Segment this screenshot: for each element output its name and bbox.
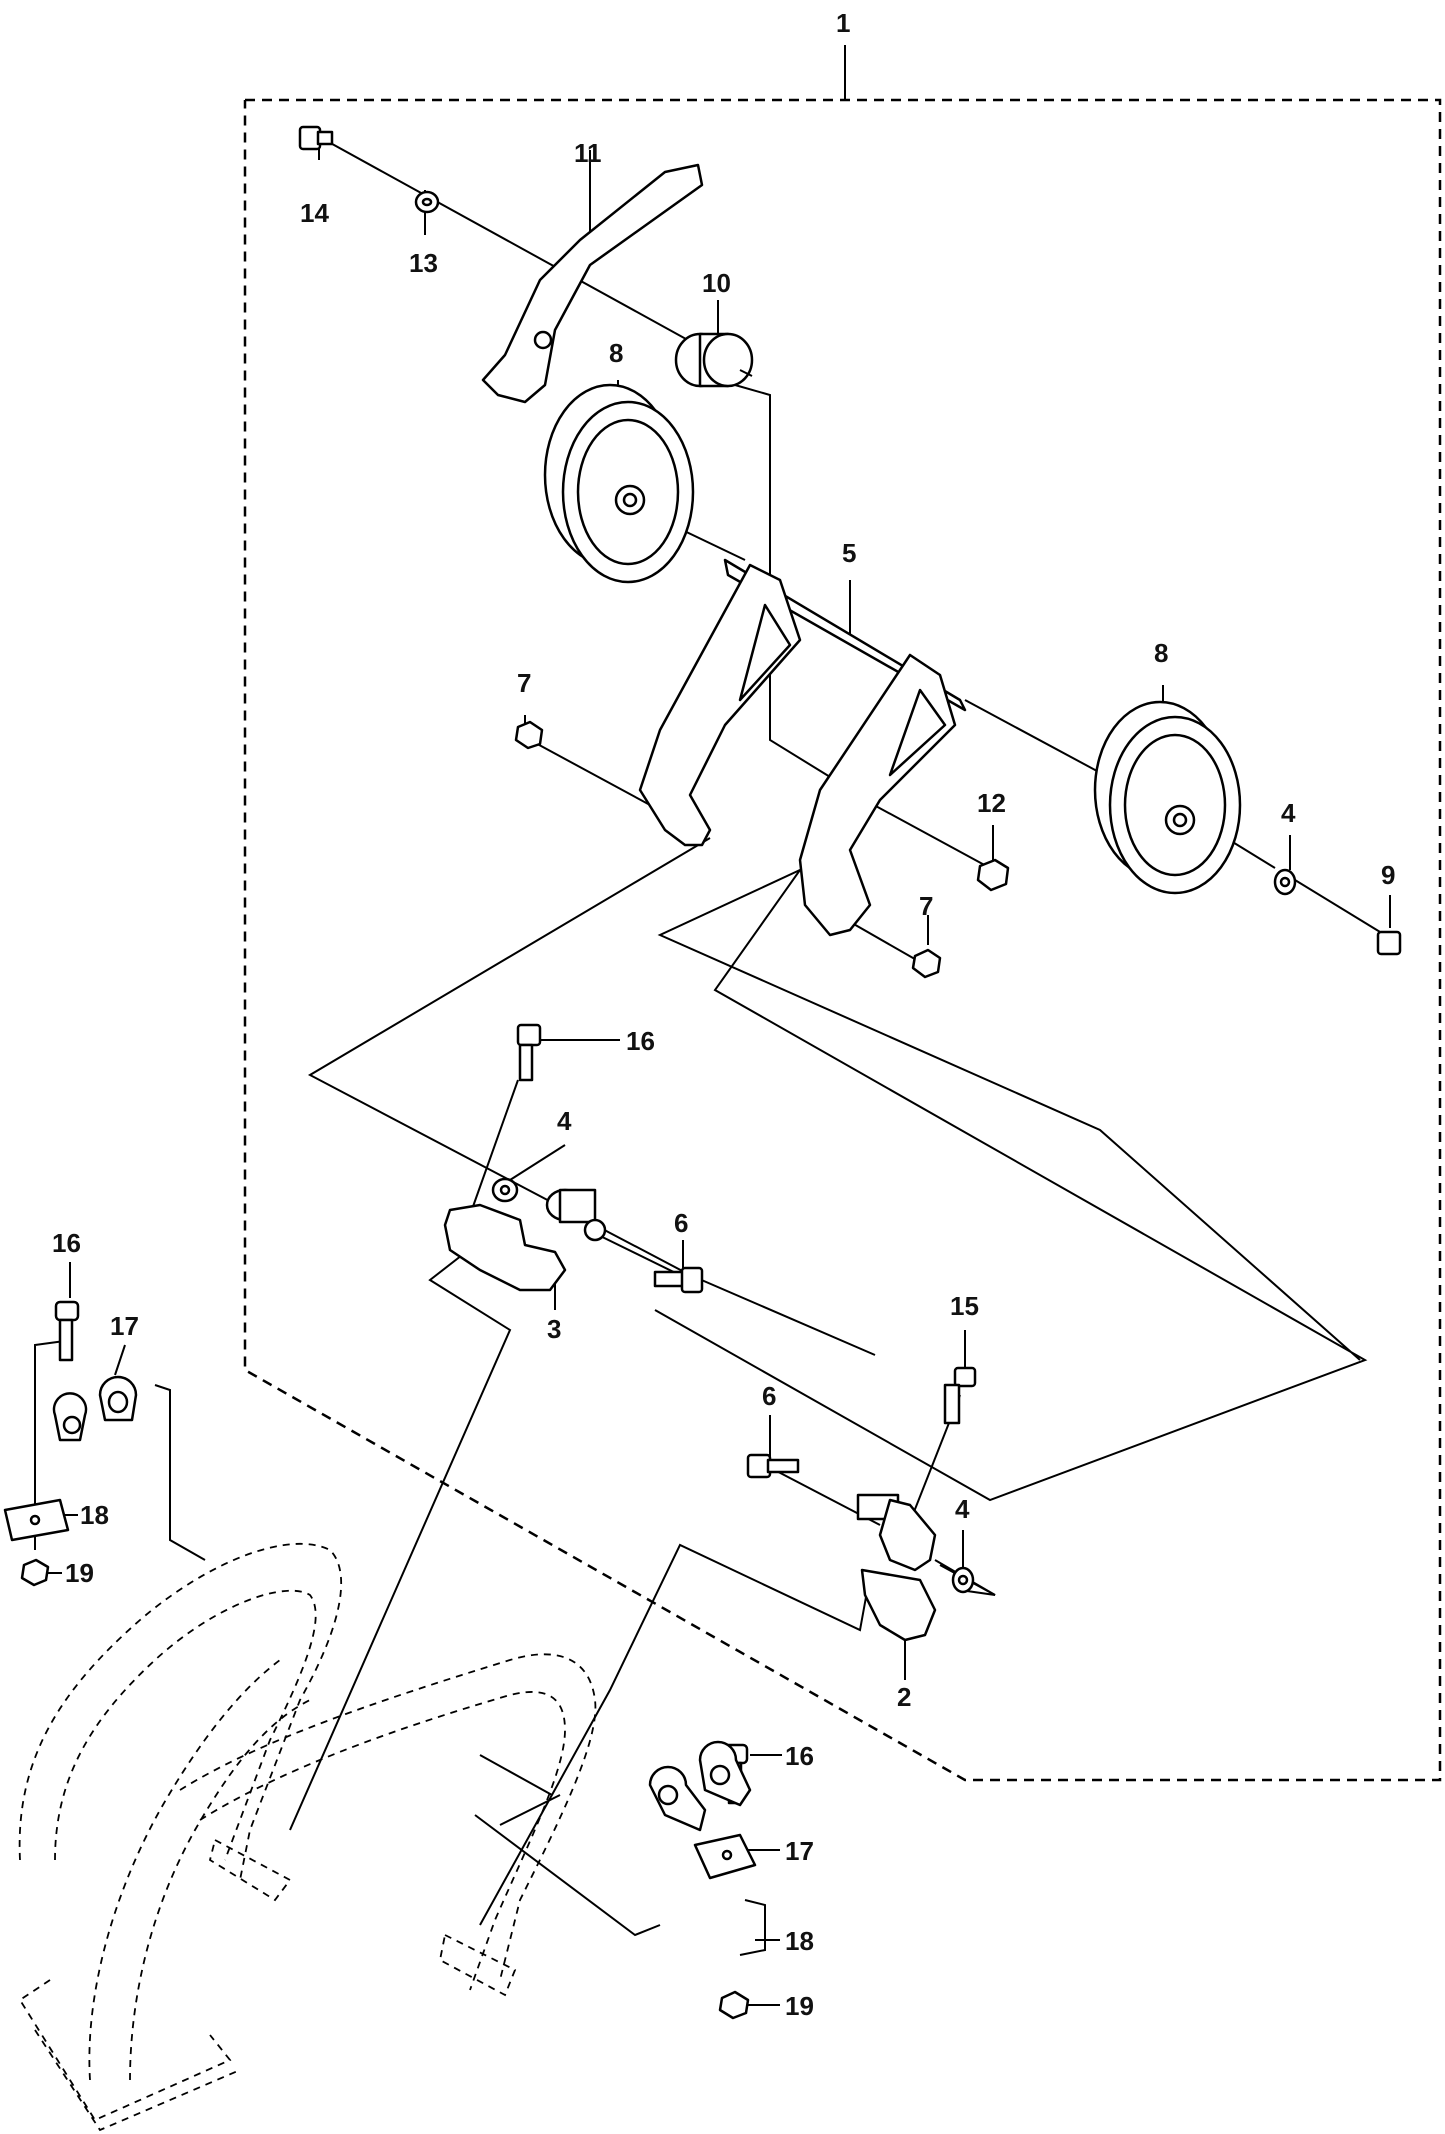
callout-14: 14 bbox=[300, 198, 329, 228]
callout-11: 11 bbox=[574, 138, 602, 168]
callout-4-right: 4 bbox=[1281, 798, 1296, 828]
clamp-17-left-icon bbox=[52, 1375, 138, 1442]
bolt-14-icon bbox=[298, 125, 334, 151]
wheel-8-upper-icon bbox=[543, 383, 695, 584]
callout-16-lower: 16 bbox=[785, 1741, 814, 1771]
callout-19-lower: 19 bbox=[785, 1991, 814, 2021]
bracket-3-icon bbox=[443, 1188, 607, 1292]
axle-bracket-5-icon bbox=[638, 558, 967, 937]
callout-8-lower: 8 bbox=[1154, 638, 1168, 668]
callout-15: 15 bbox=[950, 1291, 979, 1321]
washer-4-lower-icon bbox=[951, 1566, 975, 1594]
washer-4-middle-icon bbox=[491, 1177, 519, 1203]
callout-6-lower: 6 bbox=[762, 1381, 776, 1411]
callout-7-upper: 7 bbox=[517, 668, 531, 698]
callout-18-lower: 18 bbox=[785, 1926, 814, 1956]
bolt-16-left-icon bbox=[54, 1300, 80, 1362]
callout-16-left: 16 bbox=[52, 1228, 81, 1258]
callout-16-upper: 16 bbox=[626, 1026, 655, 1056]
wheel-8-lower-icon bbox=[1093, 700, 1242, 895]
clamp-17-lower-icon bbox=[648, 1740, 752, 1832]
callout-18-left: 18 bbox=[80, 1500, 109, 1530]
nut-7-lower-icon bbox=[911, 948, 942, 979]
callout-4-middle: 4 bbox=[557, 1106, 572, 1136]
frame-reference bbox=[18, 1542, 597, 2132]
callout-17-lower: 17 bbox=[785, 1836, 814, 1866]
plate-18-lower-icon bbox=[693, 1833, 757, 1880]
callout-9: 9 bbox=[1381, 860, 1395, 890]
callout-10: 10 bbox=[702, 268, 731, 298]
callout-19-left: 19 bbox=[65, 1558, 94, 1588]
callout-5: 5 bbox=[842, 538, 856, 568]
callout-labels: 1 11 14 13 10 8 5 8 7 12 4 9 7 16 4 6 3 … bbox=[52, 8, 1395, 2021]
bolt-16-upper-icon bbox=[516, 1023, 542, 1082]
nut-7-upper-icon bbox=[514, 720, 544, 750]
bolt-6-middle-icon bbox=[653, 1266, 704, 1294]
leader-lines bbox=[34, 130, 1391, 2006]
callout-1: 1 bbox=[836, 8, 850, 38]
callout-6-middle: 6 bbox=[674, 1208, 688, 1238]
assembly-boundary bbox=[243, 45, 1442, 1782]
parts bbox=[3, 125, 1402, 2132]
callout-13: 13 bbox=[409, 248, 438, 278]
lever-11-icon bbox=[481, 163, 704, 404]
bolt-15-icon bbox=[943, 1366, 977, 1425]
callout-17-left: 17 bbox=[110, 1311, 139, 1341]
bolt-9-icon bbox=[1376, 930, 1402, 956]
plate-18-left-icon bbox=[3, 1498, 70, 1542]
nut-19-lower-icon bbox=[718, 1990, 750, 2020]
callout-3: 3 bbox=[547, 1314, 561, 1344]
bracket-2-icon bbox=[856, 1493, 937, 1642]
washer-13-icon bbox=[414, 190, 440, 214]
bolt-6-lower-icon bbox=[746, 1453, 800, 1479]
nut-12-icon bbox=[976, 858, 1010, 892]
callout-4-lower: 4 bbox=[955, 1494, 970, 1524]
callout-8-upper: 8 bbox=[609, 338, 623, 368]
callout-7-lower: 7 bbox=[919, 891, 933, 921]
spacer-10-icon bbox=[674, 332, 754, 388]
washer-4-right-icon bbox=[1273, 868, 1297, 896]
nut-19-left-icon bbox=[20, 1558, 50, 1587]
callout-12: 12 bbox=[977, 788, 1006, 818]
callout-2: 2 bbox=[897, 1682, 911, 1712]
